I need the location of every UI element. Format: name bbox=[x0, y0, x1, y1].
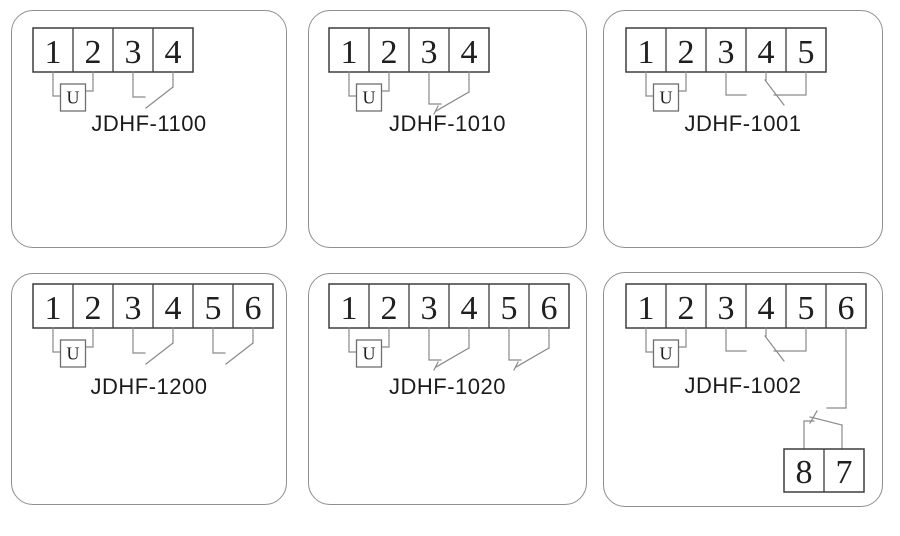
contact-tick bbox=[433, 105, 439, 115]
coil-label: U bbox=[67, 344, 80, 364]
terminal-number: 1 bbox=[638, 290, 655, 327]
contact-lead bbox=[826, 327, 847, 409]
terminal-number: 4 bbox=[165, 34, 182, 71]
terminal-number: 2 bbox=[381, 34, 398, 71]
terminal-number: 8 bbox=[796, 454, 813, 491]
terminal-number: 7 bbox=[836, 454, 853, 491]
contact-blade bbox=[809, 416, 843, 426]
model-label: JDHF-1001 bbox=[684, 111, 802, 136]
contact-lead bbox=[132, 71, 146, 98]
terminal-number: 5 bbox=[205, 290, 222, 327]
terminal-number: 2 bbox=[678, 290, 695, 327]
terminal-number: 1 bbox=[45, 34, 62, 71]
model-label: JDHF-1002 bbox=[684, 373, 802, 398]
terminal-number: 5 bbox=[798, 34, 815, 71]
coil-box bbox=[652, 339, 680, 368]
terminal-number: 6 bbox=[838, 290, 855, 327]
model-label: JDHF-1100 bbox=[91, 111, 207, 136]
terminal-number: 2 bbox=[678, 34, 695, 71]
coil-lead bbox=[645, 71, 655, 97]
terminal-number: 4 bbox=[758, 34, 775, 71]
contact-lead bbox=[132, 327, 146, 354]
coil-lead bbox=[348, 71, 358, 97]
coil-lead bbox=[84, 71, 94, 92]
terminal-number: 5 bbox=[798, 290, 815, 327]
terminal-number: 2 bbox=[85, 290, 102, 327]
coil-lead bbox=[52, 71, 62, 97]
terminal-number: 4 bbox=[165, 290, 182, 327]
contact-blade bbox=[515, 347, 550, 368]
coil-label: U bbox=[660, 88, 673, 108]
contact-blade bbox=[145, 342, 174, 365]
coil-lead bbox=[677, 327, 687, 348]
coil-box bbox=[355, 83, 383, 112]
coil-box bbox=[59, 83, 87, 112]
coil-label: U bbox=[660, 344, 673, 364]
model-label: JDHF-1020 bbox=[389, 374, 506, 399]
contact-blade bbox=[764, 79, 785, 106]
coil-box bbox=[652, 83, 680, 112]
coil-label: U bbox=[363, 88, 376, 108]
terminal-number: 1 bbox=[341, 290, 358, 327]
terminal-number: 2 bbox=[85, 34, 102, 71]
coil-lead bbox=[645, 327, 655, 353]
contact-lead bbox=[773, 71, 807, 96]
coil-lead bbox=[380, 327, 390, 348]
terminal-number: 3 bbox=[718, 34, 735, 71]
coil-lead bbox=[52, 327, 62, 353]
contact-lead bbox=[803, 420, 815, 450]
terminal-number: 3 bbox=[125, 290, 142, 327]
terminal-number: 4 bbox=[758, 290, 775, 327]
coil-lead bbox=[677, 71, 687, 92]
contact-lead bbox=[428, 71, 442, 105]
contact-tick bbox=[513, 361, 519, 371]
contact-blade bbox=[764, 335, 785, 362]
terminal-number: 4 bbox=[461, 34, 478, 71]
contact-blade bbox=[145, 86, 174, 109]
contact-lead bbox=[725, 71, 747, 96]
terminal-number: 1 bbox=[341, 34, 358, 71]
terminal-number: 2 bbox=[381, 290, 398, 327]
contact-blade bbox=[225, 342, 254, 365]
terminal-number: 3 bbox=[718, 290, 735, 327]
terminal-number: 1 bbox=[638, 34, 655, 71]
coil-box bbox=[355, 339, 383, 368]
terminal-number: 5 bbox=[501, 290, 518, 327]
coil-box bbox=[59, 339, 87, 368]
contact-blade bbox=[435, 347, 470, 368]
terminal-number: 3 bbox=[421, 290, 438, 327]
contact-lead bbox=[212, 327, 226, 354]
contact-lead bbox=[508, 327, 522, 361]
terminal-number: 3 bbox=[125, 34, 142, 71]
terminal-number: 6 bbox=[245, 290, 262, 327]
contact-tick bbox=[433, 361, 439, 371]
terminal-number: 6 bbox=[541, 290, 558, 327]
terminal-number: 4 bbox=[461, 290, 478, 327]
coil-lead bbox=[348, 327, 358, 353]
model-label: JDHF-1010 bbox=[389, 111, 506, 136]
contact-lead bbox=[428, 327, 442, 361]
terminal-number: 1 bbox=[45, 290, 62, 327]
terminal-number: 3 bbox=[421, 34, 438, 71]
coil-label: U bbox=[67, 88, 80, 108]
contact-lead bbox=[725, 327, 747, 352]
coil-lead bbox=[84, 327, 94, 348]
coil-lead bbox=[380, 71, 390, 92]
model-label: JDHF-1200 bbox=[90, 374, 208, 399]
contact-lead bbox=[773, 327, 807, 352]
contact-blade bbox=[435, 91, 470, 112]
coil-label: U bbox=[363, 344, 376, 364]
